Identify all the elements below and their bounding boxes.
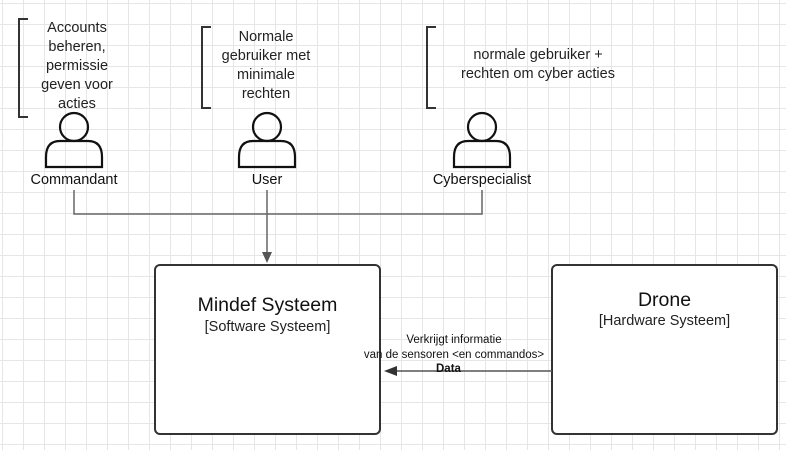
drone-system-box[interactable] (551, 264, 778, 435)
drone-system-subtitle: [Hardware Systeem] (598, 313, 731, 329)
drone-system-title: Drone (637, 289, 692, 311)
connector-commandant (73, 190, 267, 215)
edge-arrowhead-mindef (384, 366, 397, 376)
edge-label: Verkrijgt informatie van de sensoren <en… (363, 334, 545, 361)
note-commandant: Accounts beheren, permissie geven voor a… (41, 20, 113, 112)
actor-label-commandant: Commandant (30, 172, 118, 188)
edge-data-label: Data (436, 363, 461, 375)
note-bracket-commandant (18, 18, 28, 118)
note-cyberspecialist: normale gebruiker + rechten om cyber act… (461, 47, 615, 82)
actor-figure-user[interactable] (237, 111, 297, 169)
mindef-system-box[interactable] (154, 264, 381, 435)
actor-label-cyberspecialist: Cyberspecialist (432, 172, 532, 188)
mindef-system-subtitle: [Software Systeem] (204, 319, 331, 335)
mindef-system-title: Mindef Systeem (197, 294, 338, 316)
connector-arrowhead-mindef (262, 252, 272, 263)
actor-figure-cyberspecialist[interactable] (452, 111, 512, 169)
connector-cyberspecialist (267, 190, 483, 215)
actor-figure-commandant[interactable] (44, 111, 104, 169)
note-user: Normale gebruiker met minimale rechten (221, 29, 311, 102)
note-bracket-user (201, 26, 211, 109)
note-bracket-cyberspecialist (426, 26, 436, 109)
actor-label-user: User (251, 172, 283, 188)
